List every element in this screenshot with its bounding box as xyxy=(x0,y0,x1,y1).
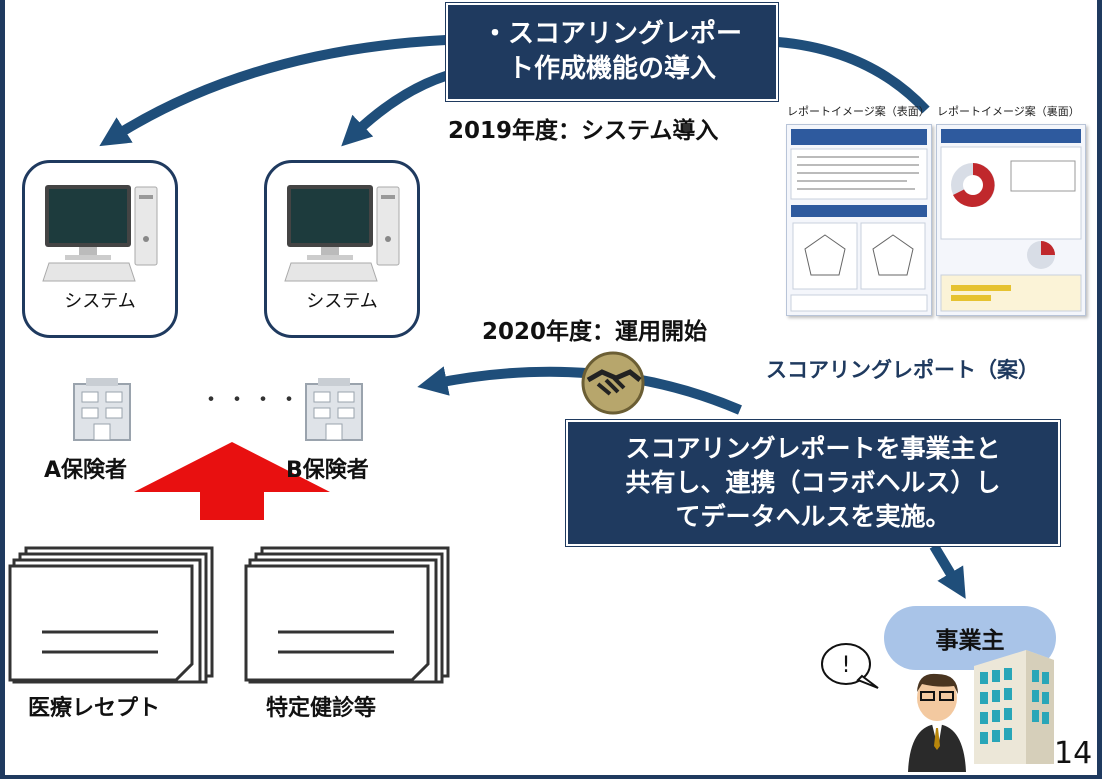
insurer-b-building-icon xyxy=(305,378,363,441)
arrow-to-system-1 xyxy=(99,35,447,147)
report-back-preview xyxy=(940,129,1082,312)
office-building-icon xyxy=(974,650,1054,764)
red-up-arrow xyxy=(134,442,330,520)
report-front-caption: レポートイメージ案（表面） xyxy=(787,105,930,118)
arrow-from-report xyxy=(777,37,930,114)
report-title: スコアリングレポート（案） xyxy=(766,358,1039,382)
system-label: システム xyxy=(64,291,136,312)
system-card: システム xyxy=(22,160,178,338)
computer-icon xyxy=(42,185,158,282)
insurer-a-label: A保険者 xyxy=(44,458,128,483)
year-2019-label: 2019年度：システム導入 xyxy=(448,118,719,144)
feature-line-1: ・スコアリングレポー xyxy=(481,18,742,49)
collab-line-3: てデータヘルスを実施。 xyxy=(675,501,951,531)
year-2020-label: 2020年度：運用開始 xyxy=(482,319,708,345)
handshake-icon xyxy=(581,351,645,415)
system-card: システム xyxy=(264,160,420,338)
checkup-label: 特定健診等 xyxy=(266,696,377,721)
report-front-preview xyxy=(790,129,928,312)
system-label: システム xyxy=(306,291,378,312)
frame-right-border xyxy=(1097,0,1102,779)
frame-left-border xyxy=(0,0,5,779)
receipt-label: 医療レセプト xyxy=(28,696,161,721)
insurer-b-label: B保険者 xyxy=(286,458,369,483)
insurer-ellipsis: ・・・・ xyxy=(200,388,305,413)
businessman-icon xyxy=(908,673,966,772)
report-front-thumbnail: レポートイメージ案（表面） xyxy=(786,105,932,316)
report-back-thumbnail: レポートイメージ案（裏面） xyxy=(936,105,1086,316)
arrow-to-employer xyxy=(929,543,966,599)
checkup-document-stack-icon xyxy=(244,546,450,684)
frame-bottom-border xyxy=(0,775,1102,779)
collab-line-1: スコアリングレポートを事業主と xyxy=(625,434,1001,464)
computer-icon xyxy=(284,185,400,282)
report-back-caption: レポートイメージ案（裏面） xyxy=(937,105,1080,118)
feature-line-2: ト作成機能の導入 xyxy=(507,54,716,84)
page-number: 14 xyxy=(1054,736,1093,771)
feature-intro-box: ・スコアリングレポー ト作成機能の導入 xyxy=(446,3,778,101)
receipt-document-stack-icon xyxy=(8,546,214,684)
collab-line-2: 共有し、連携（コラボヘルス）し xyxy=(625,468,1001,498)
collaboration-box: スコアリングレポートを事業主と 共有し、連携（コラボヘルス）し てデータヘルスを… xyxy=(566,420,1060,546)
exclamation-mark: ! xyxy=(842,653,851,678)
exclamation-speech-bubble: ! xyxy=(821,643,879,689)
insurer-a-building-icon xyxy=(73,378,131,441)
